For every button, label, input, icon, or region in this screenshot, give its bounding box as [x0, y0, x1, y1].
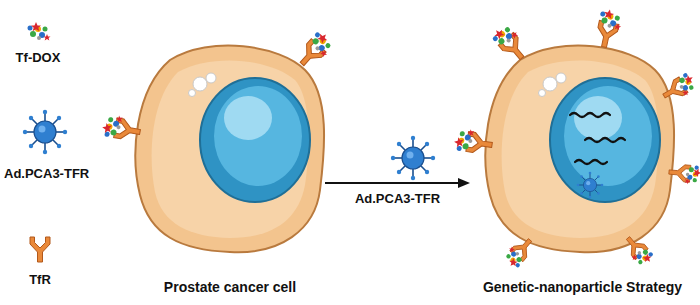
cell-label: Genetic-nanoparticle Strategy	[470, 279, 695, 295]
cell-node: Genetic-nanoparticle Strategy	[470, 25, 695, 295]
legend-label: Ad.PCA3-TFR	[4, 166, 89, 181]
edge-label: Ad.PCA3-TFR	[353, 191, 442, 206]
legend-label: Tf-DOX	[16, 50, 61, 65]
treated-cell	[453, 8, 700, 271]
arrow-connector	[325, 178, 470, 188]
cell-label: Prostate cancer cell	[135, 279, 325, 295]
legend-label: TfR	[29, 272, 51, 287]
prostate-cancer-cell	[101, 29, 337, 253]
virus-icon	[391, 136, 435, 180]
cell-node: Prostate cancer cell	[135, 30, 325, 295]
